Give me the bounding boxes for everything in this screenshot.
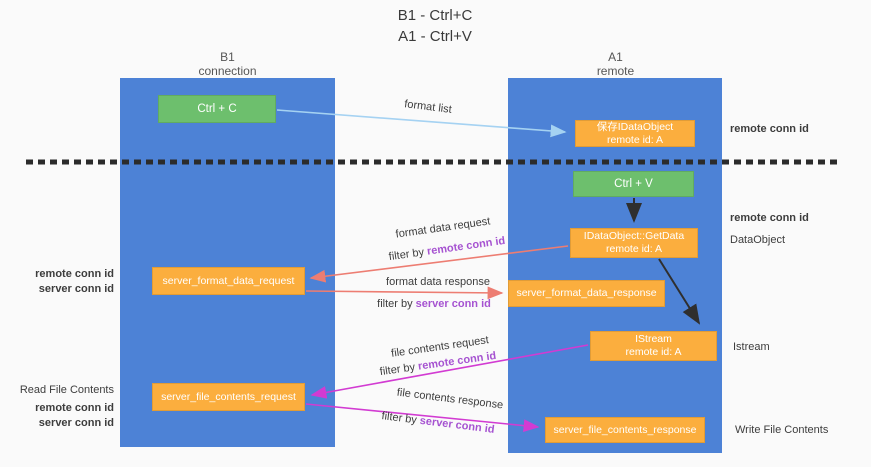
save-idataobject-line2: remote id: A [606,133,664,146]
annotation-server-conn-id-left-2: server conn id [38,417,114,429]
lane-header-a1: A1 remote [518,50,713,78]
istream-line2: remote id: A [625,346,682,358]
annotation-read-file-contents: Read File Contents [19,384,114,396]
node-server-format-data-response: server_format_data_response [508,280,665,307]
node-save-idataobject: 保存IDataObject remote id: A [575,120,695,147]
arrow-format-data-response [305,286,504,300]
filter-by-text: filter by [379,360,419,379]
annotation-remote-conn-id-left-2: remote conn id [35,402,114,414]
annotation-remote-conn-id-left-1: remote conn id [35,268,114,280]
label-format-data-response: format data response [386,276,490,288]
remote-conn-id-text: remote conn id [426,234,506,258]
lane-a1-title: A1 [608,50,623,64]
annotation-remote-conn-id-top: remote conn id [730,123,809,135]
lane-header-b1: B1 connection [130,50,325,78]
filter-by-text: filter by [388,245,428,264]
server-conn-id-text: server conn id [415,298,491,310]
node-server-file-contents-response: server_file_contents_response [545,417,705,443]
node-idataobject-getdata: IDataObject::GetData remote id: A [570,228,698,258]
format-response-label: server_format_data_response [516,287,657,299]
filter-by-text: filter by [380,410,421,427]
node-server-format-data-request: server_format_data_request [152,267,305,295]
istream-line1: IStream [635,333,672,345]
annotation-remote-conn-id-mid: remote conn id [730,212,809,224]
label-format-list: format list [403,98,453,116]
file-request-label: server_file_contents_request [161,390,296,403]
getdata-line1: IDataObject::GetData [583,230,685,242]
lane-b1-subtitle: connection [198,64,257,78]
label-file-contents-response: file contents response [396,386,504,412]
lane-b1-title: B1 [220,50,235,64]
label-filter-by-server-2: filter by server conn id [381,410,495,436]
save-idataobject-line1: 保存IDataObject [596,120,674,133]
node-ctrl-v: Ctrl + V [573,171,694,197]
annotation-write-file-contents: Write File Contents [735,424,829,436]
server-conn-id-text: server conn id [419,414,496,436]
label-format-data-request: format data request [394,215,492,241]
label-filter-by-server-1: filter by server conn id [377,298,491,310]
ctrl-v-label: Ctrl + V [614,177,653,190]
annotation-istream: Istream [733,341,770,353]
lane-a1-subtitle: remote [596,64,635,78]
annotation-server-conn-id-left-1: server conn id [38,283,114,295]
filter-by-text: filter by [377,298,416,310]
annotation-dataobject: DataObject [730,234,786,246]
node-istream: IStream remote id: A [590,331,717,361]
title-line-1: B1 - Ctrl+C [397,7,473,24]
getdata-line2: remote id: A [605,243,663,255]
file-response-label: server_file_contents_response [553,423,697,436]
node-server-file-contents-request: server_file_contents_request [152,383,305,411]
node-ctrl-c: Ctrl + C [158,95,276,123]
diagram-title: B1 - Ctrl+C A1 - Ctrl+V [335,5,535,47]
ctrl-c-label: Ctrl + C [197,102,237,115]
format-request-label: server_format_data_request [162,274,295,287]
title-line-2: A1 - Ctrl+V [398,28,472,45]
